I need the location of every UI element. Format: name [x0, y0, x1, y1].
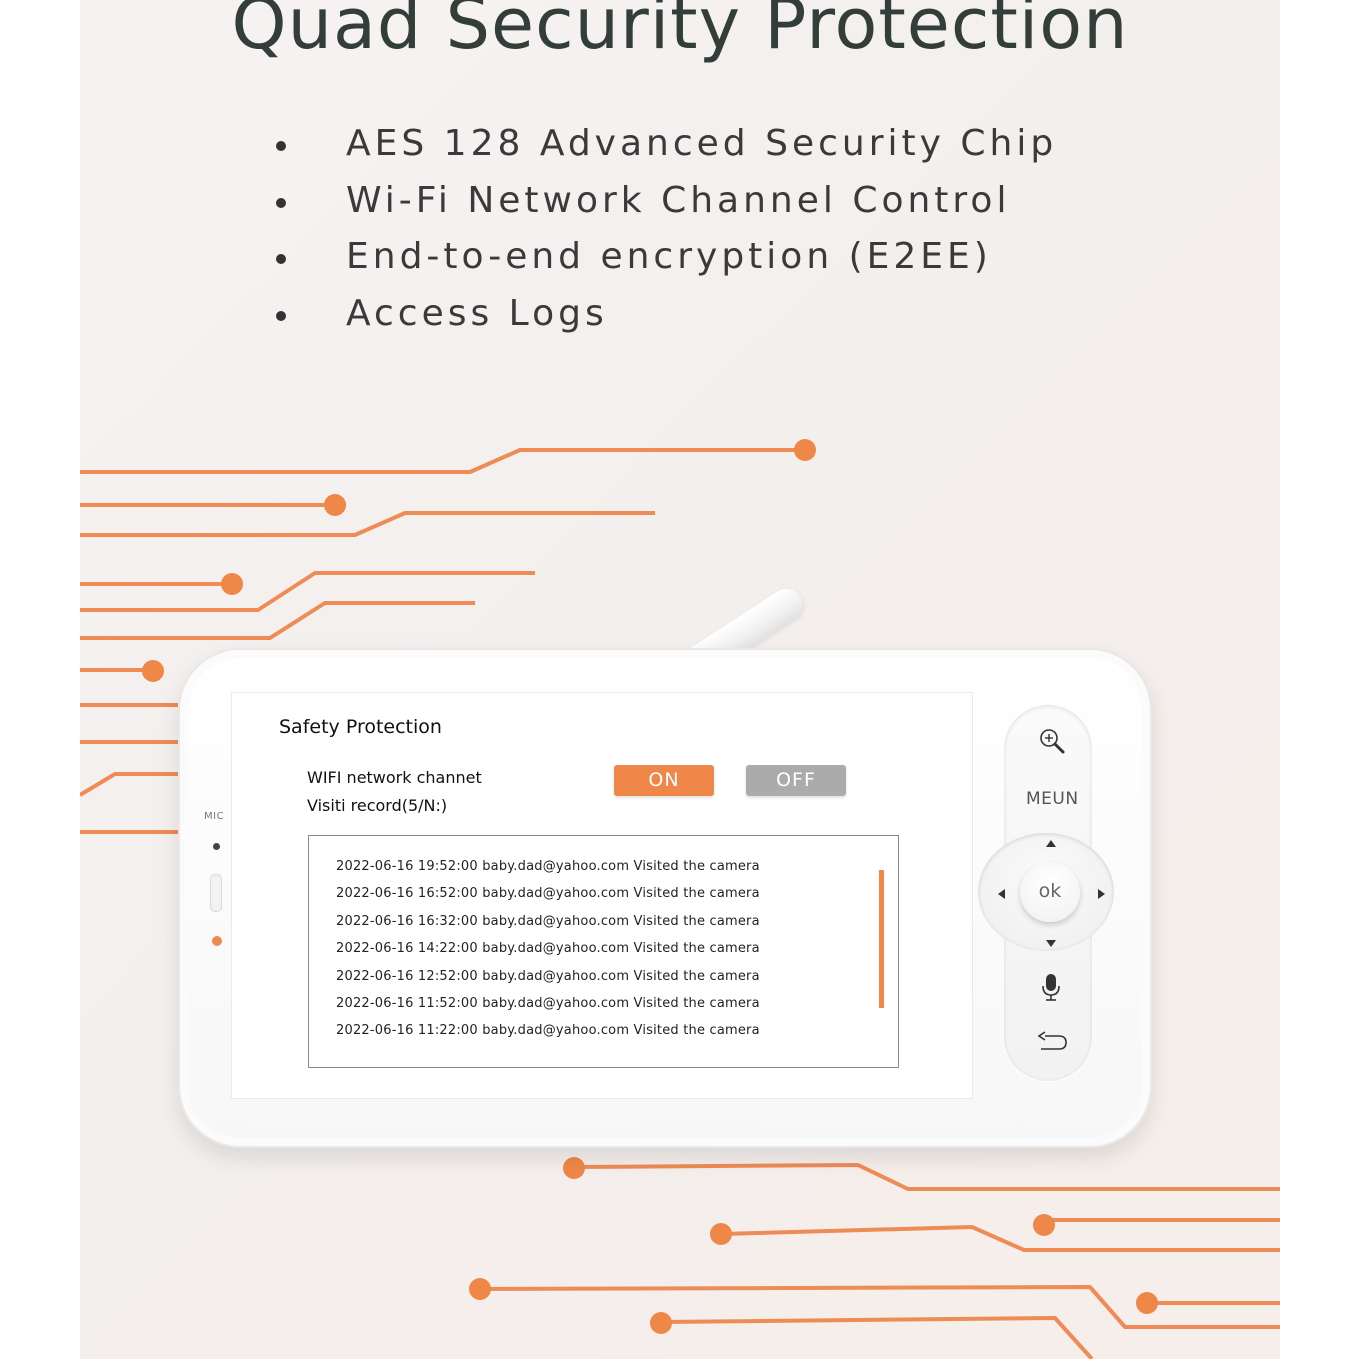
trace-node — [794, 439, 816, 461]
mic-hole — [213, 843, 220, 850]
microphone-icon[interactable] — [1038, 972, 1064, 1004]
circuit-trace — [573, 1163, 1280, 1191]
log-entry: 2022-06-16 16:32:00 baby.dad@yahoo.com V… — [336, 913, 760, 929]
feature-item: End-to-end encryption (E2EE) — [276, 231, 1057, 288]
arrow-left-icon[interactable] — [998, 889, 1005, 899]
on-button[interactable]: ON — [614, 765, 714, 796]
trace-node — [469, 1278, 491, 1300]
circuit-trace — [720, 1225, 1280, 1252]
trace-node — [142, 660, 164, 682]
visit-record-label: Visiti record(5/N:) — [307, 796, 448, 815]
trace-node — [324, 494, 346, 516]
circuit-trace — [80, 571, 535, 612]
trace-node — [710, 1223, 732, 1245]
log-entry: 2022-06-16 11:52:00 baby.dad@yahoo.com V… — [336, 995, 760, 1011]
bullet-icon — [276, 141, 286, 151]
circuit-trace — [80, 601, 475, 640]
circuit-trace — [479, 1285, 1280, 1329]
back-arrow-icon[interactable] — [1035, 1030, 1069, 1056]
trace-node — [1136, 1292, 1158, 1314]
log-rows: 2022-06-16 19:52:00 baby.dad@yahoo.com V… — [336, 856, 760, 1048]
ok-button[interactable]: ok — [1020, 862, 1080, 922]
trace-node — [563, 1157, 585, 1179]
log-entry: 2022-06-16 11:22:00 baby.dad@yahoo.com V… — [336, 1023, 760, 1039]
menu-button[interactable]: MEUN — [1026, 789, 1079, 809]
arrow-down-icon[interactable] — [1046, 940, 1056, 947]
feature-list: AES 128 Advanced Security Chip Wi-Fi Net… — [276, 118, 1057, 344]
circuit-traces-decoration — [80, 439, 1280, 1359]
bullet-icon — [276, 197, 286, 208]
access-log-list[interactable]: 2022-06-16 19:52:00 baby.dad@yahoo.com V… — [308, 835, 899, 1068]
bullet-icon — [276, 254, 286, 264]
side-slot — [210, 874, 222, 912]
circuit-trace — [660, 1316, 1094, 1359]
trace-node — [650, 1312, 672, 1334]
screen-title: Safety Protection — [279, 716, 442, 738]
log-scrollbar[interactable] — [879, 870, 884, 1008]
zoom-in-icon[interactable] — [1038, 727, 1068, 757]
arrow-up-icon[interactable] — [1046, 840, 1056, 847]
feature-text: Access Logs — [346, 292, 608, 334]
status-led — [212, 936, 222, 946]
feature-item: Wi-Fi Network Channel Control — [276, 175, 1057, 232]
feature-text: End-to-end encryption (E2EE) — [346, 236, 992, 277]
feature-text: AES 128 Advanced Security Chip — [346, 123, 1058, 164]
circuit-trace — [80, 772, 178, 797]
wifi-channel-label: WIFI network channet — [307, 768, 482, 787]
trace-node — [221, 573, 243, 595]
page-title: Quad Security Protection — [231, 0, 1129, 65]
bullet-icon — [276, 310, 286, 321]
trace-node — [1033, 1214, 1055, 1236]
feature-item: Access Logs — [276, 288, 1057, 345]
circuit-trace — [80, 511, 655, 537]
feature-item: AES 128 Advanced Security Chip — [276, 118, 1057, 175]
hero-panel: Quad Security Protection AES 128 Advance… — [80, 0, 1280, 1359]
arrow-right-icon[interactable] — [1098, 889, 1105, 899]
feature-text: Wi-Fi Network Channel Control — [346, 179, 1011, 221]
off-button[interactable]: OFF — [746, 765, 846, 796]
log-entry: 2022-06-16 14:22:00 baby.dad@yahoo.com V… — [336, 941, 760, 957]
mic-label: MIC — [204, 811, 225, 822]
log-entry: 2022-06-16 12:52:00 baby.dad@yahoo.com V… — [336, 968, 760, 984]
log-entry: 2022-06-16 16:52:00 baby.dad@yahoo.com V… — [336, 886, 760, 902]
log-entry: 2022-06-16 19:52:00 baby.dad@yahoo.com V… — [336, 859, 760, 874]
circuit-trace — [80, 448, 805, 474]
